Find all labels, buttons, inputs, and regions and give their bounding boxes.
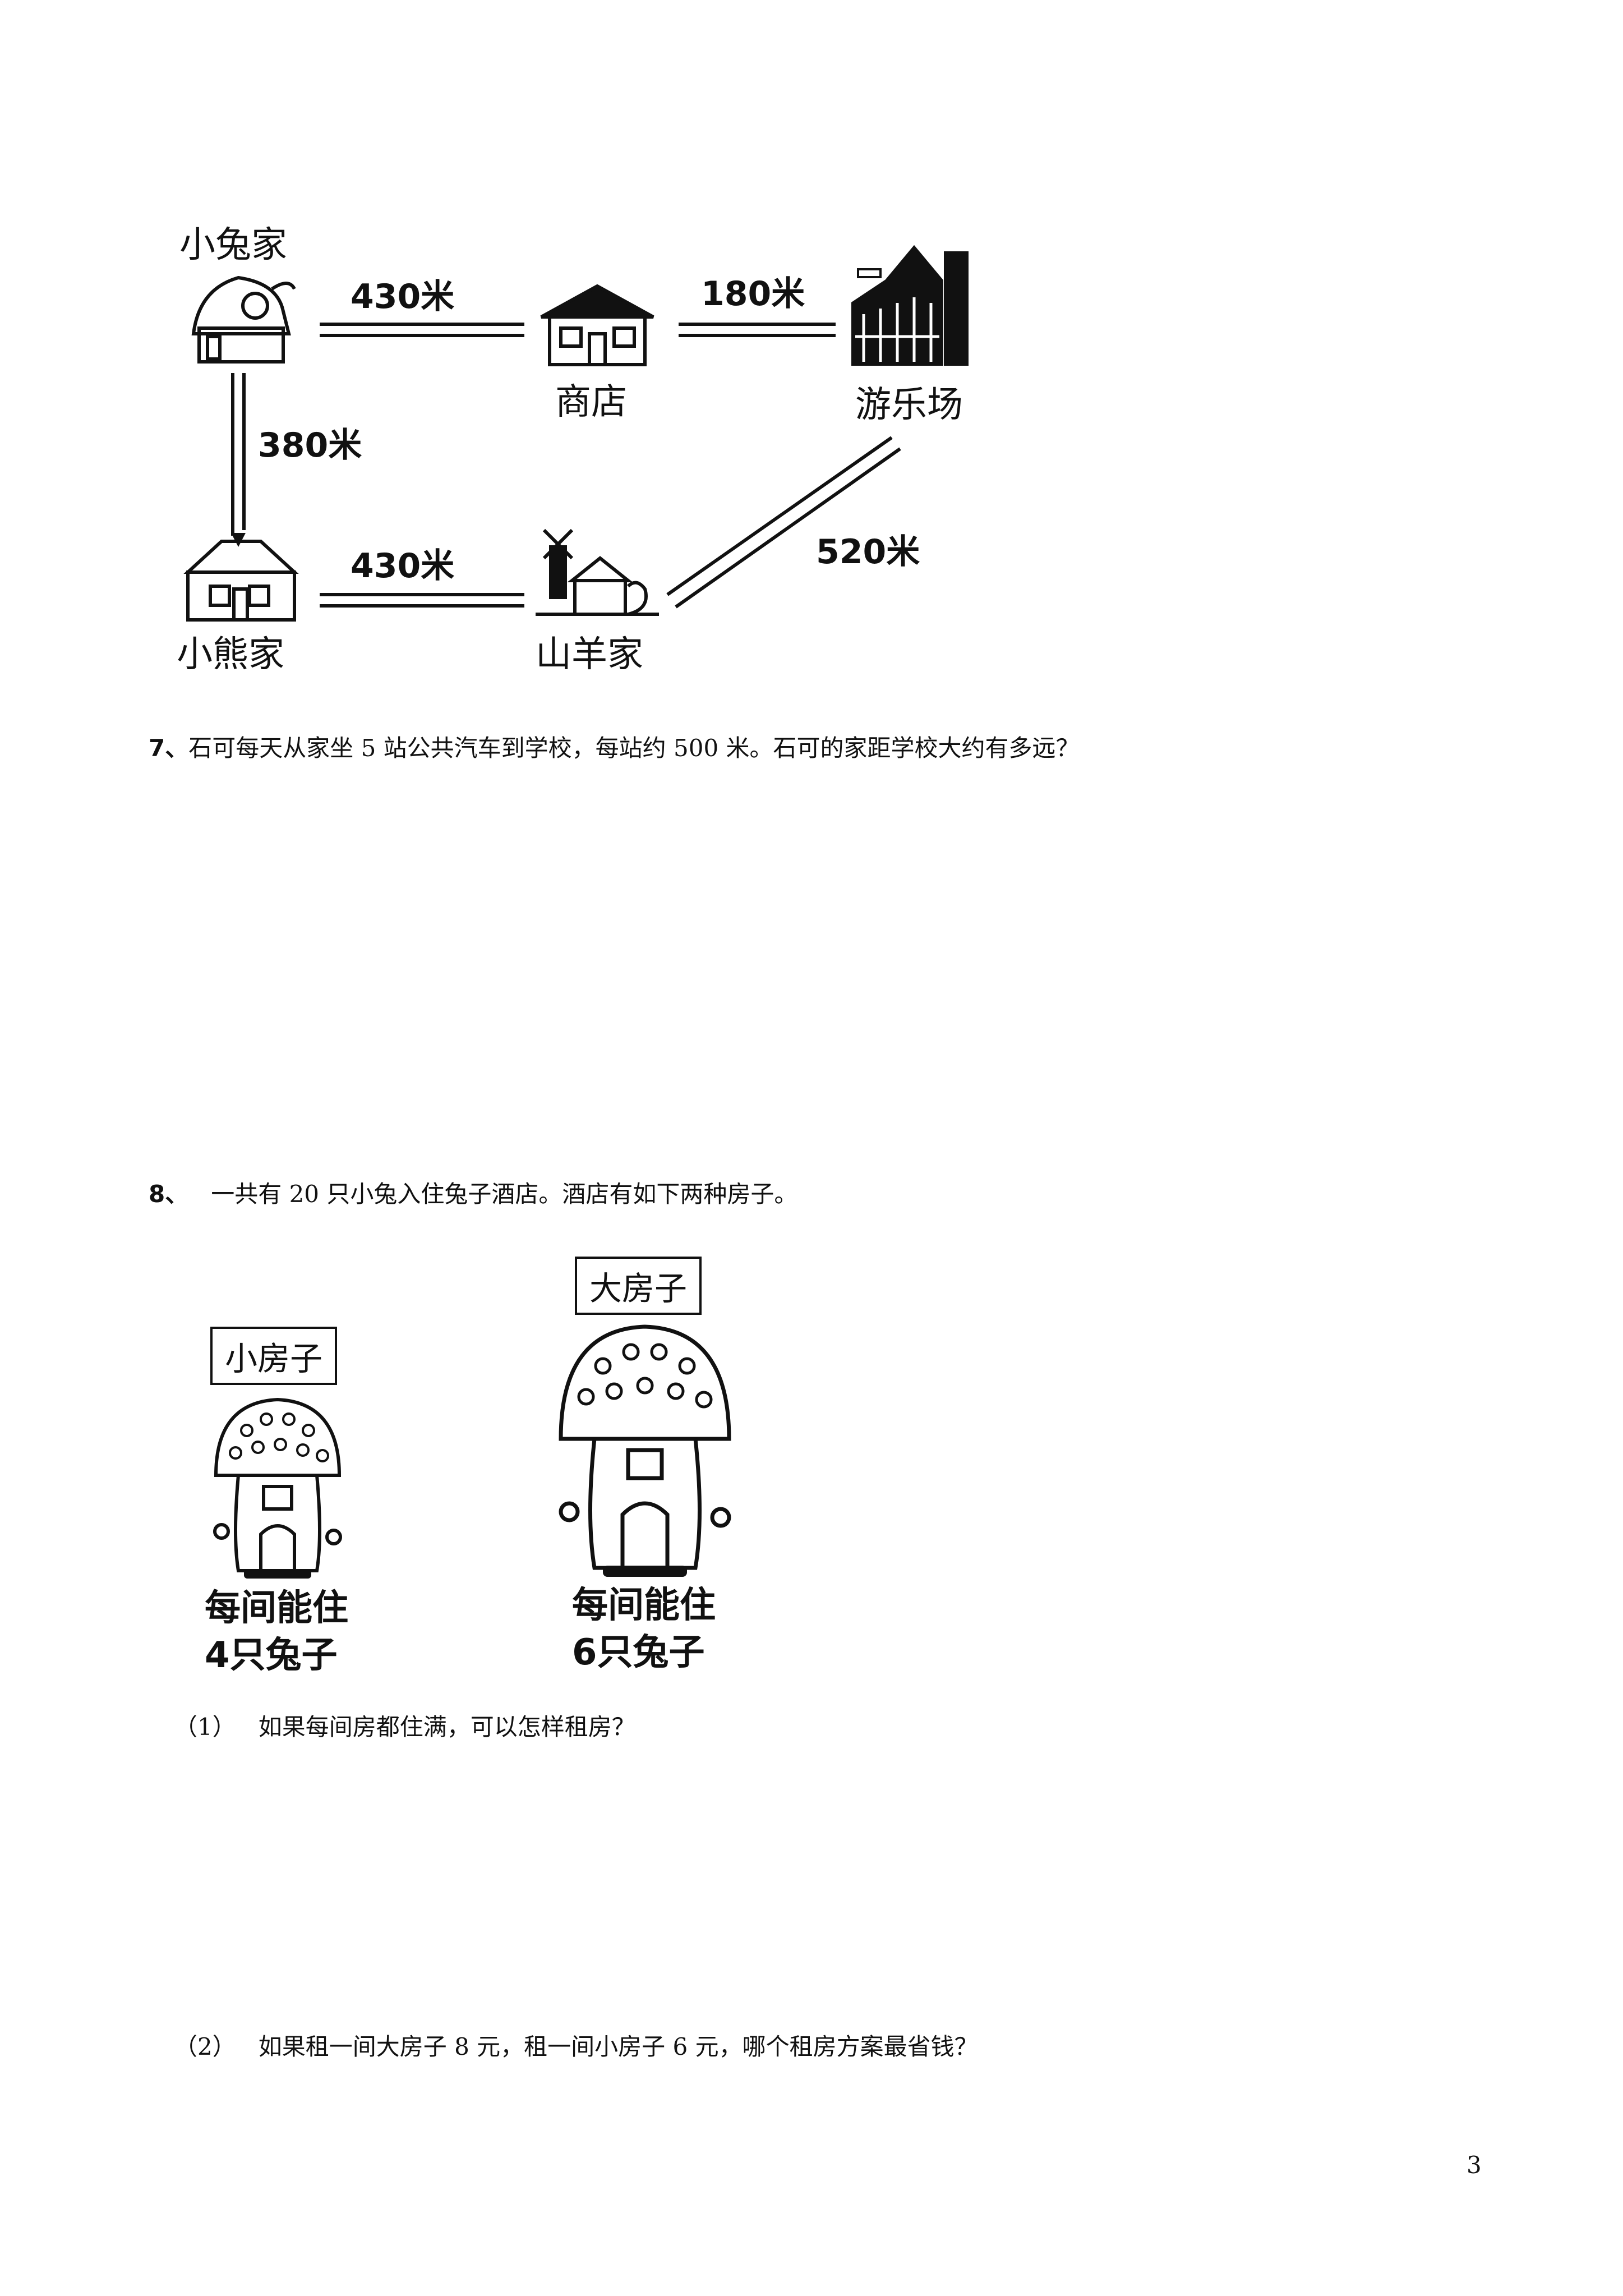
capacity-line-1: 每间能住 [205, 1588, 348, 1629]
place-label-bear-home: 小熊家 [177, 634, 284, 675]
small-mushroom-house-icon [213, 1397, 342, 1579]
question-number: 7、 [149, 734, 189, 762]
part-text: 如果租一间大房子 8 元，租一间小房子 6 元，哪个租房方案最省钱？ [258, 2033, 978, 2060]
question-text: 石可每天从家坐 5 站公共汽车到学校，每站约 500 米。石可的家距学校大约有多… [188, 734, 1080, 762]
capacity-line-2: 6只兔子 [572, 1632, 705, 1673]
question-text: 一共有 20 只小兔入住兔子酒店。酒店有如下两种房子。 [211, 1180, 798, 1208]
question-number: 8、 [149, 1180, 189, 1208]
question-8-part-2: （2） 如果租一间大房子 8 元，租一间小房子 6 元，哪个租房方案最省钱？ [174, 2028, 978, 2062]
big-house-capacity: 每间能住 6只兔子 [572, 1582, 716, 1676]
windmill-house-icon [536, 528, 659, 616]
amusement-park-icon [851, 245, 969, 366]
road-lines [231, 323, 901, 609]
page-number: 3 [1467, 2151, 1482, 2179]
part-number: （1） [174, 1713, 236, 1741]
distance-rabbit-shop: 430米 [351, 277, 455, 316]
capacity-line-1: 每间能住 [572, 1585, 716, 1626]
question-8: 8、一共有 20 只小兔入住兔子酒店。酒店有如下两种房子。 [149, 1175, 797, 1209]
question-7: 7、石可每天从家坐 5 站公共汽车到学校，每站约 500 米。石可的家距学校大约… [149, 729, 1080, 763]
distance-shop-park: 180米 [701, 274, 805, 314]
big-house-label: 大房子 [575, 1257, 702, 1315]
distance-rabbit-bear: 380米 [258, 426, 362, 465]
small-house-label: 小房子 [210, 1327, 338, 1385]
distance-goat-park: 520米 [816, 532, 920, 572]
place-label-park: 游乐场 [855, 384, 963, 426]
place-label-goat-home: 山羊家 [536, 634, 643, 675]
capacity-line-2: 4只兔子 [205, 1635, 338, 1676]
part-number: （2） [174, 2033, 236, 2060]
shop-icon [540, 284, 654, 366]
part-text: 如果每间房都住满，可以怎样租房？ [258, 1713, 635, 1741]
place-label-shop: 商店 [555, 381, 627, 423]
big-mushroom-house-icon [559, 1324, 731, 1577]
small-house-capacity: 每间能住 4只兔子 [205, 1585, 348, 1679]
question-8-part-1: （1） 如果每间房都住满，可以怎样租房？ [174, 1708, 635, 1742]
place-label-rabbit-home: 小兔家 [179, 224, 287, 266]
cottage-icon [191, 275, 296, 364]
cabin-icon [183, 540, 299, 622]
distance-bear-goat: 430米 [351, 546, 455, 586]
